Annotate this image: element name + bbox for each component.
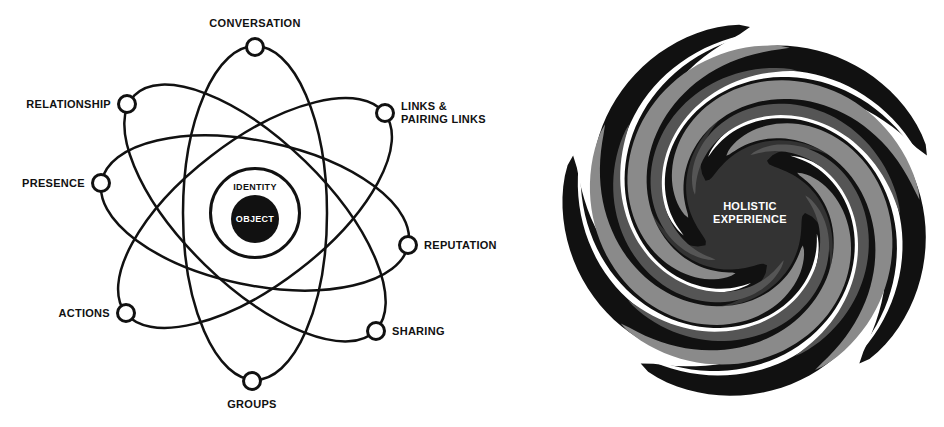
orbit-label: LINKS & PAIRING LINKS [401, 100, 489, 125]
orbit-ellipse [81, 56, 428, 370]
core-label: OBJECT [236, 214, 274, 224]
core-label: IDENTITY [233, 182, 276, 192]
orbit-point: RELATIONSHIP [117, 94, 137, 114]
orbit-point: ACTIONS [116, 303, 136, 323]
swirl-label: HOLISTIC EXPERIENCE [710, 200, 790, 225]
swirl-arm [651, 68, 798, 260]
swirl-arm [692, 104, 900, 214]
orbit-label: GROUPS [227, 398, 276, 411]
orbit-point: SHARING [366, 321, 386, 341]
orbit-ellipse [84, 44, 426, 382]
identity-ring: IDENTITY OBJECT [209, 167, 301, 259]
orbit-label: CONVERSATION [209, 17, 300, 30]
orbit-point: LINKS & PAIRING LINKS [375, 103, 395, 123]
orbit-ellipse [183, 46, 327, 380]
orbit-label: RELATIONSHIP [26, 98, 111, 111]
orbit-label: ACTIONS [58, 307, 110, 320]
orbit-point: CONVERSATION [245, 37, 265, 57]
orbit-ellipse [87, 110, 423, 315]
orbit-label: PRESENCE [22, 177, 85, 190]
swirl-arm [627, 156, 861, 376]
swirl-arm [628, 195, 829, 341]
swirl-arm [627, 45, 789, 279]
orbit-point: REPUTATION [398, 235, 418, 255]
orbit-point: GROUPS [242, 371, 262, 391]
orbit-point: PRESENCE [91, 173, 111, 193]
orbit-label: REPUTATION [424, 239, 497, 252]
orbit-label: SHARING [392, 325, 445, 338]
holistic-swirl: HOLISTIC EXPERIENCE [558, 21, 942, 405]
object-core: OBJECT [231, 195, 279, 243]
